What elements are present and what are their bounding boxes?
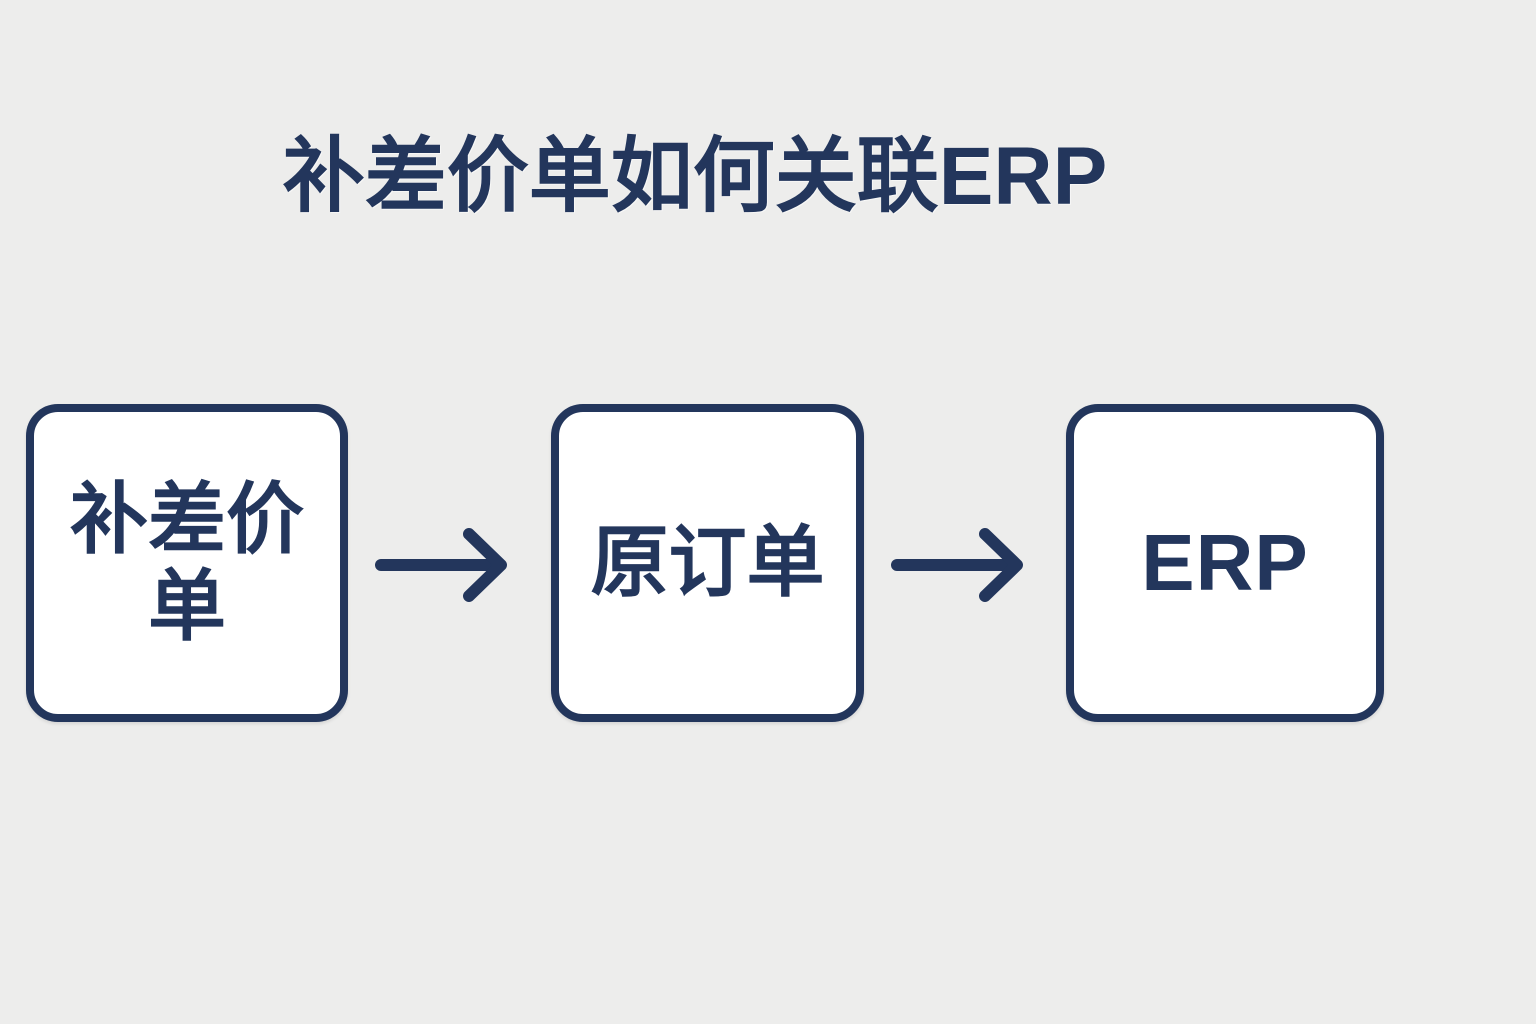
- flow-node-erp[interactable]: ERP: [1066, 404, 1384, 722]
- flow-node-original-order[interactable]: 原订单: [551, 404, 864, 722]
- arrow-right-icon-2: [890, 526, 1030, 602]
- flow-diagram: 补差价单 原订单 ERP: [0, 404, 1536, 724]
- flow-node-label: ERP: [1141, 518, 1309, 608]
- flow-node-label: 原订单: [590, 518, 825, 607]
- page-title: 补差价单如何关联ERP: [282, 131, 1108, 222]
- flow-node-label: 补差价单: [69, 474, 304, 650]
- flow-node-supplement-order[interactable]: 补差价单: [26, 404, 348, 722]
- arrow-right-icon-1: [374, 526, 514, 602]
